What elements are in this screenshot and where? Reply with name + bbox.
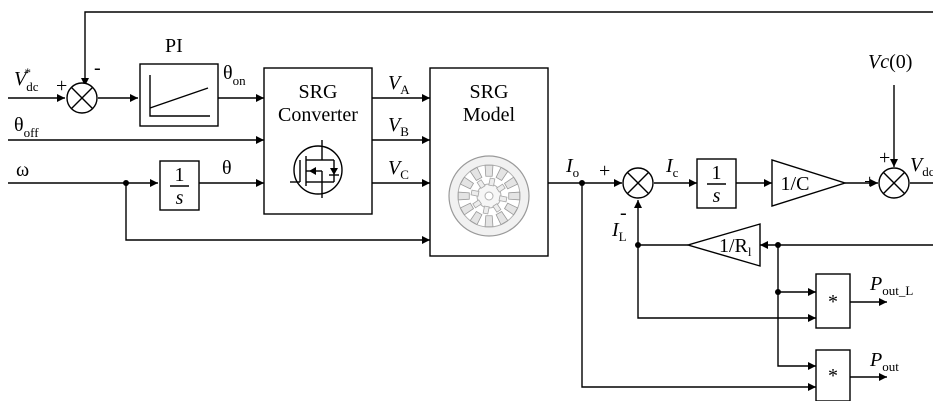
mult2-label: *: [828, 365, 838, 387]
gain-c-label: 1/C: [781, 173, 810, 195]
mosfet-icon: [290, 140, 343, 198]
gain-c-block: [771, 159, 848, 207]
vb-label: VB: [388, 114, 409, 139]
mult1-label: *: [828, 291, 838, 313]
srg-motor-icon: [448, 155, 530, 237]
theta-off-label: θoff: [14, 114, 39, 140]
sum3-plus-top: +: [879, 147, 890, 169]
ic-label: Ic: [665, 155, 679, 180]
pout-l-label: Pout_L: [869, 273, 913, 298]
integrator-num: 1: [175, 164, 185, 186]
vc0-label: Vc(0): [868, 51, 912, 73]
converter-line2: Converter: [278, 104, 358, 126]
wires: [8, 11, 933, 391]
theta-label: θ: [222, 157, 232, 179]
pi-block: [139, 63, 219, 127]
srg-model-block: [429, 67, 549, 257]
stator-pole-icon: [495, 210, 509, 226]
stator-pole-icon: [503, 176, 519, 190]
integrator2-den: s: [713, 185, 721, 207]
stator-pole-icon: [484, 215, 494, 228]
stator-pole-icon: [459, 202, 475, 216]
stator-pole-icon: [469, 210, 483, 226]
sum1: [66, 82, 98, 114]
il-to-mult1-wire: [637, 245, 816, 322]
stator-pole-icon: [459, 176, 475, 190]
stator-pole-icon: [495, 166, 509, 182]
vc-label: VC: [388, 157, 409, 182]
stator-pole-icon: [484, 164, 494, 177]
integrator2-block: [696, 158, 737, 209]
omega-to-model-wire: [125, 183, 430, 244]
rotor-pole-icon: [488, 177, 496, 187]
sum3-plus-left: +: [864, 171, 875, 193]
rotor-pole-icon: [496, 183, 506, 193]
omega-label: ω: [16, 159, 29, 181]
vdc-out-label: Vdc: [910, 154, 933, 179]
gain-r-block: [685, 223, 761, 267]
sum1-plus: +: [56, 75, 67, 97]
rotor-pole-icon: [476, 179, 486, 189]
integrator-block: [159, 160, 200, 211]
rotor-pole-icon: [492, 203, 502, 213]
va-label: VA: [388, 72, 410, 97]
model-line1: SRG: [470, 81, 509, 103]
vdc-to-mult1-wire: [777, 245, 816, 296]
vdc-to-mult2-wire: [777, 292, 816, 370]
rotor-pole-icon: [482, 205, 490, 215]
mult1-block: [815, 273, 851, 329]
sum2: [622, 167, 654, 199]
integrator2-num: 1: [712, 162, 722, 184]
stator-pole-icon: [457, 191, 470, 201]
sum2-minus: -: [620, 202, 627, 224]
gain-r-label: 1/Rl: [719, 235, 752, 259]
stator-pole-icon: [503, 202, 519, 216]
converter-line1: SRG: [299, 81, 338, 103]
io-to-mult2-wire: [581, 183, 816, 391]
stator-pole-icon: [508, 191, 521, 201]
sum3: [878, 167, 910, 199]
model-line2: Model: [463, 104, 516, 126]
pout-label: Pout: [869, 349, 899, 374]
integrator-den: s: [176, 187, 184, 209]
sum1-minus: -: [94, 57, 101, 79]
il-label: IL: [611, 219, 627, 244]
theta-on-label: θon: [223, 62, 246, 88]
vdc-ref-label: Vdc*: [14, 65, 39, 94]
vdc-feedback-wire: [81, 11, 933, 86]
sum2-plus: +: [599, 160, 610, 182]
rotor-pole-icon: [470, 189, 480, 197]
converter-block: [263, 67, 373, 215]
rotor-pole-icon: [498, 195, 508, 203]
mult2-block: [815, 349, 851, 401]
pi-title: PI: [165, 35, 183, 57]
io-label: Io: [565, 155, 579, 180]
stator-pole-icon: [469, 166, 483, 182]
il-wire: [634, 200, 688, 246]
rotor-pole-icon: [472, 199, 482, 209]
